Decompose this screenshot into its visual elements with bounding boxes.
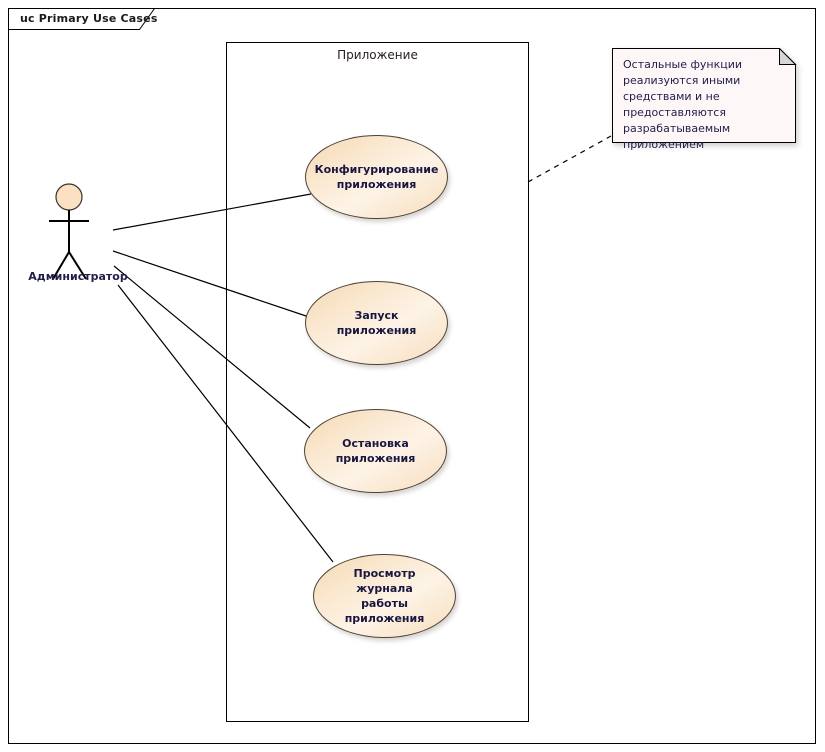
diagram-frame-title-tab: uc Primary Use Cases (8, 8, 157, 30)
use-case-view-log-label: Просмотр журнала работы приложения (344, 567, 425, 625)
use-case-stop-label: Остановка приложения (335, 437, 416, 465)
stick-figure-actor-icon (49, 183, 89, 280)
use-case-configure-label: Конфигурирование приложения (314, 163, 439, 191)
use-case-view-log[interactable]: Просмотр журнала работы приложения (313, 554, 456, 638)
note-shape-icon (612, 48, 797, 143)
actor-administrator[interactable] (30, 178, 120, 288)
diagram-title: uc Primary Use Cases (20, 12, 158, 25)
comment-note-text: Остальные функции реализуются иными сред… (623, 58, 743, 151)
use-case-stop[interactable]: Остановка приложения (304, 409, 447, 493)
diagram-frame (8, 8, 816, 744)
use-case-configure[interactable]: Конфигурирование приложения (305, 135, 448, 219)
actor-administrator-label: Администратор (28, 270, 128, 283)
frame-tab-shape-icon (8, 8, 156, 30)
use-case-start-label: Запуск приложения (336, 309, 417, 337)
comment-note[interactable]: Остальные функции реализуются иными сред… (612, 48, 797, 151)
use-case-start[interactable]: Запуск приложения (305, 281, 448, 365)
system-boundary-label: Приложение (337, 48, 418, 62)
